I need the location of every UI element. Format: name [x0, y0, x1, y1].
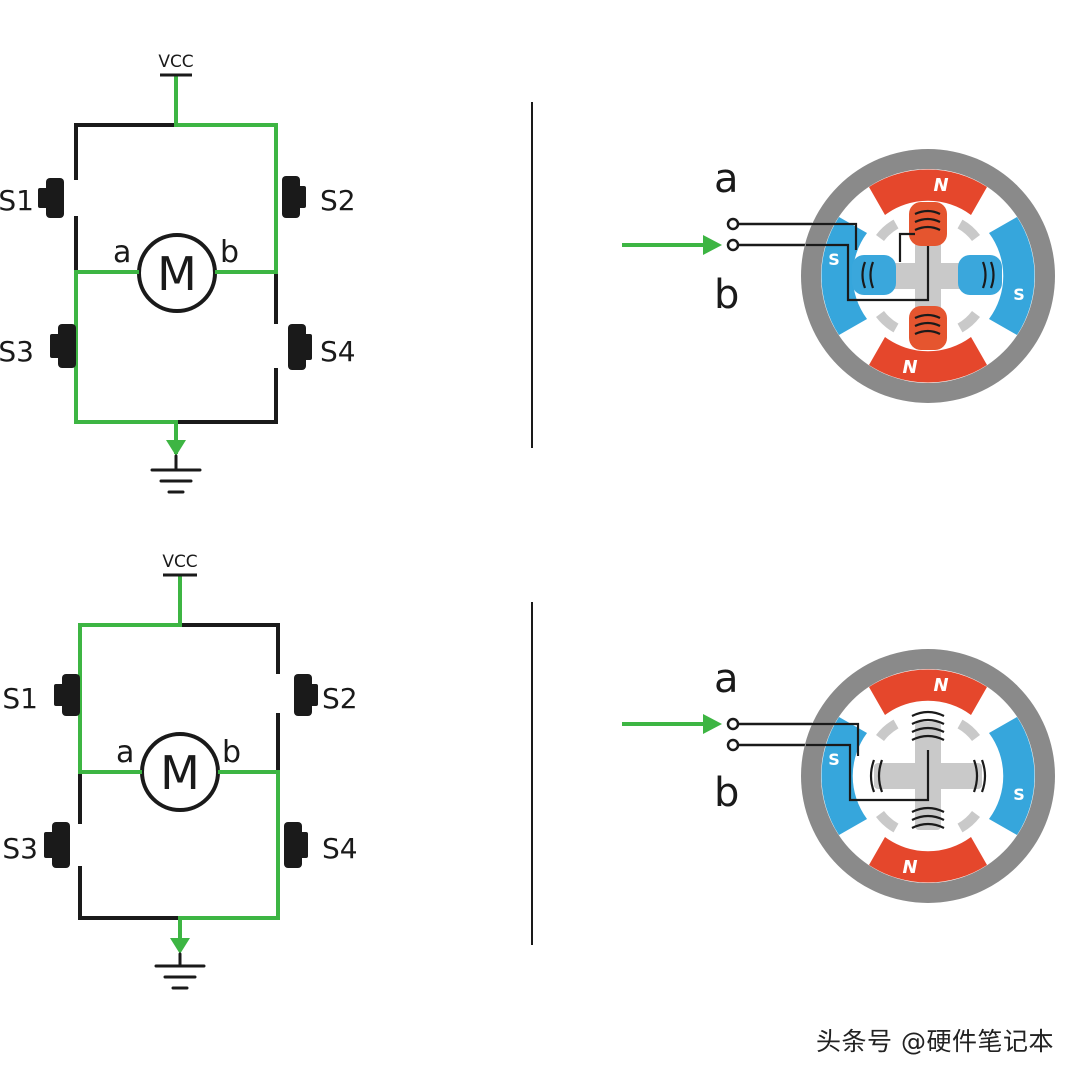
pole-top-label: N	[933, 675, 948, 696]
pole-bottom-label: N	[902, 357, 917, 378]
switch-s4-label: S4	[320, 335, 356, 368]
watermark: 头条号 @硬件笔记本	[816, 1027, 1054, 1056]
stepper-motor-section-1: a b N N S S	[622, 149, 1055, 403]
pole-left-label: S	[828, 750, 840, 769]
switch-s4: S4	[284, 822, 358, 868]
pole-top-label: N	[933, 175, 948, 196]
switch-s4: S4	[288, 324, 356, 370]
switch-s2-label: S2	[322, 682, 358, 715]
switch-s4-label: S4	[322, 832, 358, 865]
switch-s3-label: S3	[0, 335, 34, 368]
current-arrow	[703, 714, 722, 734]
switch-s3: S3	[0, 324, 76, 368]
motor-label: M	[160, 746, 200, 800]
coil-bottom	[909, 306, 947, 350]
pole-right-label: S	[1013, 285, 1025, 304]
motor-symbol-2: M	[140, 732, 220, 812]
motor-symbol-1: M	[137, 233, 217, 313]
ground-arrow-head	[166, 440, 186, 456]
switch-s2: S2	[294, 674, 358, 716]
h-bridge-circuit-2: VCC S1 S2 S3	[2, 552, 358, 990]
vcc-label: VCC	[162, 552, 197, 572]
switch-s3: S3	[2, 822, 70, 868]
ground-arrow-head	[170, 938, 190, 954]
terminal-b-label: b	[220, 235, 239, 270]
wire-black	[78, 623, 280, 920]
terminal-a-label: a	[113, 235, 131, 270]
pole-bottom-label: N	[902, 857, 917, 878]
pole-left-label: S	[828, 250, 840, 269]
coil-left	[852, 255, 896, 295]
pole-right-label: S	[1013, 785, 1025, 804]
input-b-label: b	[714, 272, 739, 318]
coil-top	[909, 202, 947, 246]
switch-s2: S2	[282, 176, 356, 218]
terminal-b-label: b	[222, 735, 241, 770]
motor-label: M	[157, 247, 197, 301]
coil-right	[958, 255, 1002, 295]
input-a-label: a	[714, 156, 739, 202]
switch-s1: S1	[0, 178, 64, 218]
switch-s1-label: S1	[0, 184, 34, 217]
current-arrow	[703, 235, 722, 255]
vcc-label: VCC	[158, 52, 193, 72]
switch-s1-label: S1	[2, 682, 38, 715]
switch-s3-label: S3	[2, 832, 38, 865]
switch-s2-label: S2	[320, 184, 356, 217]
input-b-label: b	[714, 770, 739, 816]
input-a-label: a	[714, 656, 739, 702]
panel-1: VCC S1 S2 S3	[0, 52, 1055, 494]
stepper-motor-section-2: a b N N S S	[622, 649, 1055, 903]
coils-idle	[806, 710, 987, 829]
terminal-a-label: a	[116, 735, 134, 770]
panel-2: VCC S1 S2 S3	[2, 552, 1055, 990]
switch-s1: S1	[2, 674, 80, 716]
h-bridge-circuit-1: VCC S1 S2 S3	[0, 52, 356, 494]
